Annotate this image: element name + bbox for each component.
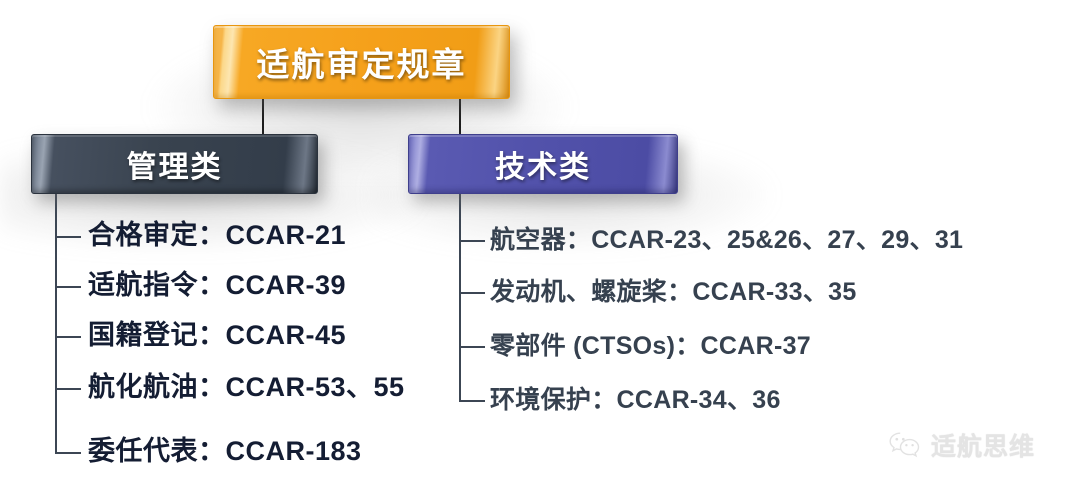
leaf-item: 环境保护：CCAR-34、36 [490,386,781,414]
node-root[interactable]: 适航审定规章 [213,25,510,99]
leaf-item: 航化航油：CCAR-53、55 [88,372,405,402]
leaf-item: 适航指令：CCAR-39 [88,270,347,300]
node-root-label: 适航审定规章 [256,46,467,83]
leaf-item: 发动机、螺旋桨：CCAR-33、35 [490,278,857,306]
node-tech[interactable]: 技术类 [408,134,678,194]
leaf-item: 合格审定：CCAR-21 [88,220,347,250]
bracket-admin [55,194,85,454]
node-root-face [213,25,510,99]
node-admin-label: 管理类 [126,151,223,184]
connector-root-to-tech [459,99,461,135]
leaf-item: 航空器：CCAR-23、25&26、27、29、31 [490,226,964,254]
leaf-item: 零部件 (CTSOs)：CCAR-37 [490,332,811,360]
bracket-tech [459,194,489,402]
node-tech-label: 技术类 [495,151,591,184]
connector-root-to-admin [262,99,264,135]
node-admin[interactable]: 管理类 [31,134,318,194]
watermark-text: 适航思维 [931,433,1036,461]
leaf-item: 国籍登记：CCAR-45 [88,320,347,350]
watermark: 适航思维 [888,427,1035,463]
wechat-icon [888,431,922,459]
leaf-item: 委任代表：CCAR-183 [88,436,362,466]
node-admin-face [31,134,318,194]
node-tech-face [408,134,678,194]
